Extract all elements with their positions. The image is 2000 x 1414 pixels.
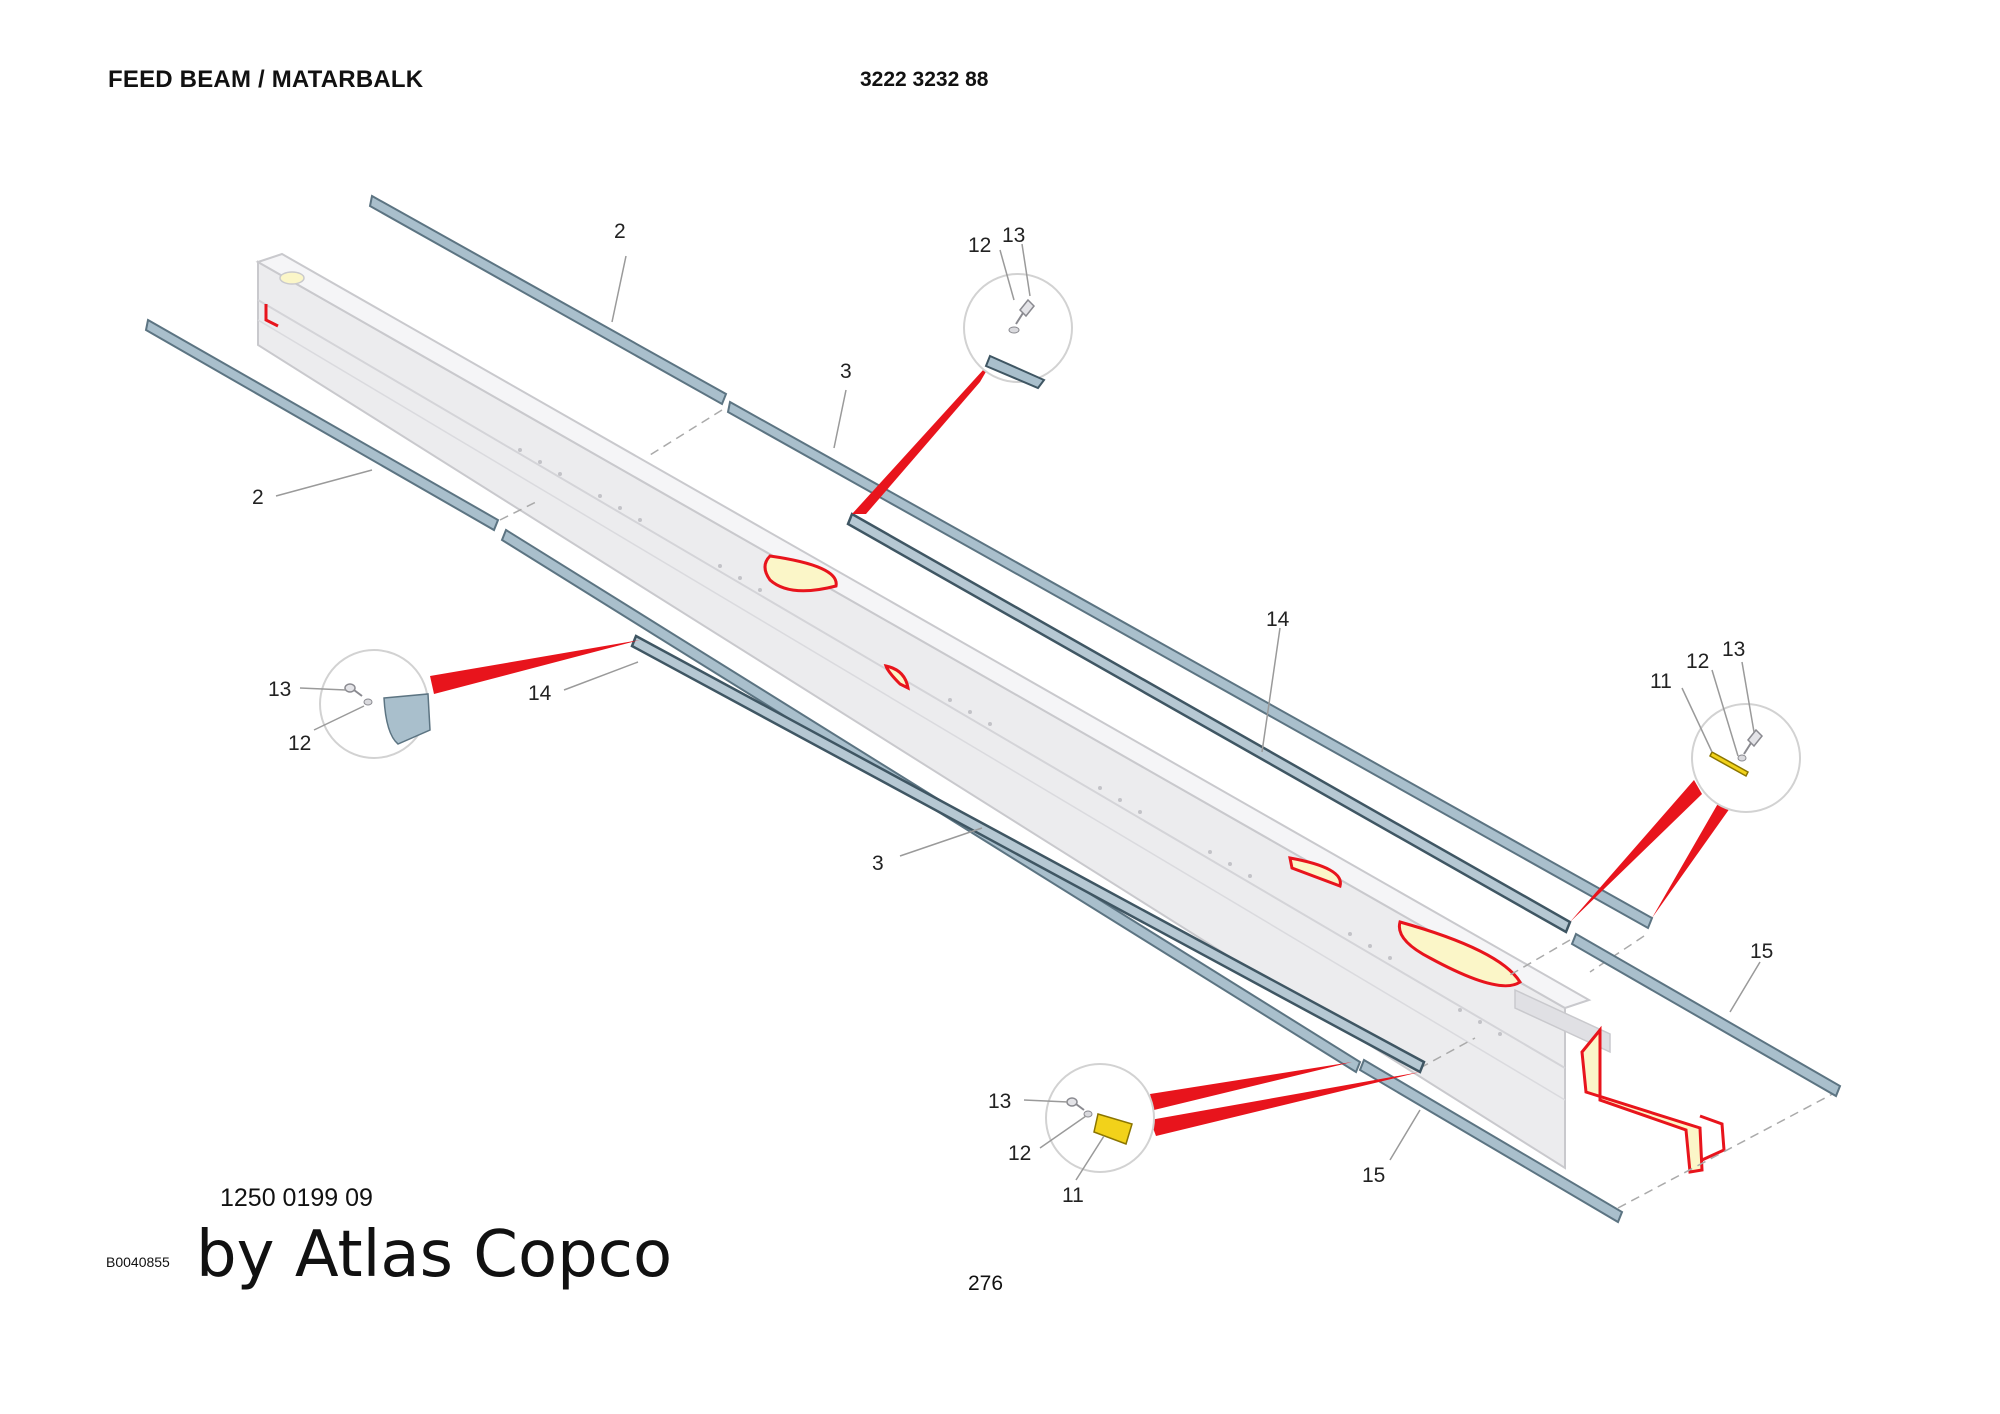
callout-2-left: 2 [252,486,264,509]
beam-end-channel [1514,988,1726,1174]
washer-icon [363,698,373,706]
detail-view-bottom [1045,1062,1420,1173]
callout-14-left: 14 [528,682,552,705]
shim-plate-icon [984,354,1046,390]
callout-15-right: 15 [1750,940,1773,963]
callout-12-bottom: 12 [1008,1142,1031,1165]
callout-3-lower: 3 [872,852,884,875]
beam-cutout [883,663,910,691]
detail-view-right [1570,703,1801,922]
beam-cutout [763,554,838,593]
shim-plate-icon [1093,1113,1133,1145]
page-number: 276 [968,1272,1004,1295]
callout-13-right: 13 [1722,638,1745,661]
beam-cutout [1288,856,1342,888]
callout-12-top: 12 [968,234,991,257]
shim-plate-icon [1709,750,1749,778]
page-title: FEED BEAM / MATARBALK [108,66,424,93]
callout-13-left: 13 [268,678,291,701]
rail-lower-2 [144,318,500,532]
part-number: 3222 3232 88 [860,68,989,91]
beam-end-hole [279,271,305,285]
callout-12-left: 12 [288,732,311,755]
bolt-icon [1066,1097,1085,1111]
callout-12-right: 12 [1686,650,1709,673]
watermark: by Atlas Copco [196,1218,673,1292]
bolt-icon [1743,728,1764,755]
sub-assembly-number: 1250 0199 09 [220,1184,373,1212]
bolt-icon [1015,298,1036,325]
rail-upper-2 [368,194,728,406]
rail-upper-3 [726,400,1654,930]
callout-2-upper: 2 [614,220,626,243]
callout-11-right: 11 [1650,670,1672,693]
washer-icon [1737,754,1747,762]
washer-icon [1008,326,1020,334]
bolt-icon [344,683,363,697]
shim-plate-icon [383,693,431,745]
washer-icon [1083,1110,1093,1118]
callout-13-top: 13 [1002,224,1025,247]
rail-upper-15 [1570,932,1842,1098]
callout-11-bottom: 11 [1062,1184,1084,1207]
beam-cutout [1397,920,1523,988]
beam-hole-pattern [518,448,1502,1036]
callout-13-bottom: 13 [988,1090,1011,1113]
callout-leaders [275,243,1761,1181]
detail-view-top [852,273,1073,514]
callout-14-right: 14 [1266,608,1290,631]
callout-15-bottom: 15 [1362,1164,1385,1187]
detail-view-left [319,640,640,759]
rail-lower-15 [1358,1058,1624,1224]
callout-3-upper: 3 [840,360,852,383]
image-code: B0040855 [106,1254,170,1270]
alignment-lines [499,409,1841,1209]
feed-beam [255,252,1726,1174]
rail-upper-14 [846,512,1572,934]
